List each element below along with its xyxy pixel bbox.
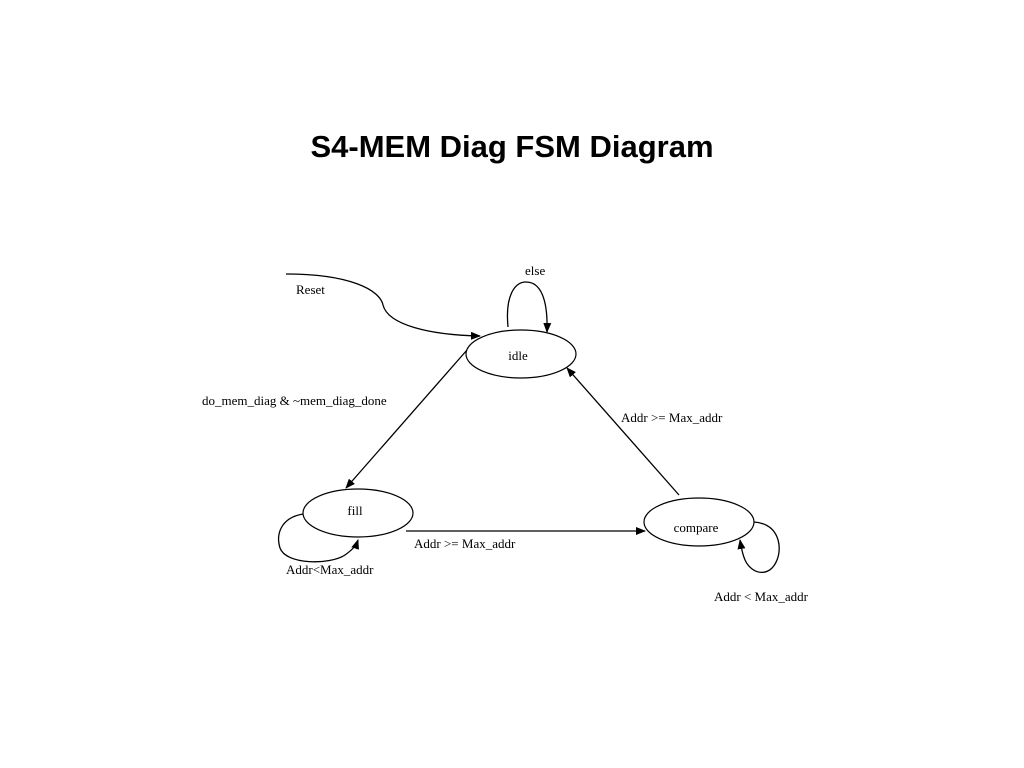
edge-fill-self bbox=[278, 513, 359, 563]
edge-idle-self bbox=[506, 281, 552, 333]
state-compare-label: compare bbox=[674, 520, 719, 535]
label-idle-self: else bbox=[525, 263, 545, 278]
label-fill-self: Addr<Max_addr bbox=[286, 562, 374, 577]
label-reset: Reset bbox=[296, 282, 325, 297]
edge-compare-self bbox=[737, 521, 780, 574]
label-idle-to-fill: do_mem_diag & ~mem_diag_done bbox=[202, 393, 387, 408]
label-compare-to-idle: Addr >= Max_addr bbox=[621, 410, 723, 425]
diagram-title: S4-MEM Diag FSM Diagram bbox=[310, 129, 713, 164]
state-fill: fill bbox=[302, 488, 414, 538]
label-compare-self: Addr < Max_addr bbox=[714, 589, 809, 604]
label-fill-to-compare: Addr >= Max_addr bbox=[414, 536, 516, 551]
state-idle-label: idle bbox=[508, 348, 528, 363]
state-idle: idle bbox=[465, 329, 577, 379]
edge-reset bbox=[285, 273, 481, 340]
state-fill-label: fill bbox=[347, 503, 363, 518]
edge-idle-to-fill bbox=[345, 349, 468, 489]
edge-compare-to-idle bbox=[566, 367, 680, 496]
state-compare: compare bbox=[643, 497, 755, 547]
